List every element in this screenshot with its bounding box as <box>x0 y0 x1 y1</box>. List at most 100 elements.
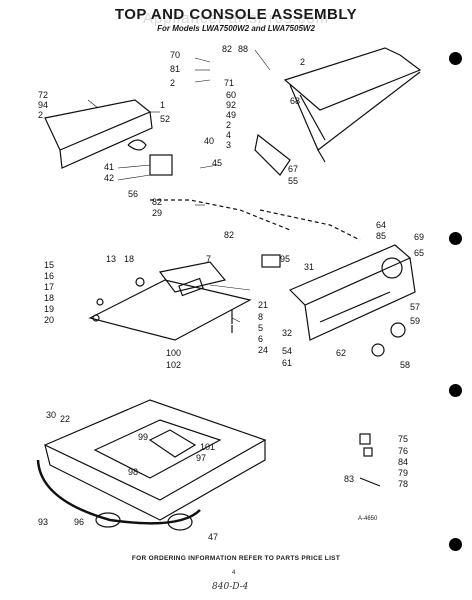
callout-label: 49 <box>226 110 236 120</box>
callout-label: 5 <box>258 323 263 333</box>
callout-label: 102 <box>166 360 181 370</box>
callout-label: 97 <box>196 453 206 463</box>
callout-label: 45 <box>212 158 222 168</box>
part-76 <box>363 447 373 457</box>
callout-label: 57 <box>410 302 420 312</box>
callout-label: 22 <box>60 414 70 424</box>
callout-label: 32 <box>282 328 292 338</box>
tub-opening <box>93 419 222 479</box>
selector-knob <box>381 257 403 279</box>
part-78 <box>359 477 381 487</box>
callout-label: 61 <box>282 358 292 368</box>
callout-label: 8 <box>258 312 263 322</box>
callout-label: 7 <box>206 254 211 264</box>
callout-label: 60 <box>226 90 236 100</box>
binder-hole-dot <box>449 384 462 397</box>
lid-gasket <box>36 459 201 525</box>
timer-knob-shaft <box>127 139 147 151</box>
callout-label: 98 <box>128 467 138 477</box>
binder-hole-dot <box>449 52 462 65</box>
callout-label: 6 <box>258 334 263 344</box>
console-base-plate <box>88 279 252 341</box>
callout-label: 82 <box>222 44 232 54</box>
callout-label: 70 <box>170 50 180 60</box>
lid-switch <box>178 277 204 297</box>
callout-label: 2 <box>300 57 305 67</box>
control-panel <box>288 244 412 306</box>
callout-label: 100 <box>166 348 181 358</box>
callout-label: 82 <box>152 197 162 207</box>
callout-label: 16 <box>44 271 54 281</box>
callout-label: 96 <box>74 517 84 527</box>
callout-label: 79 <box>398 468 408 478</box>
callout-label: 29 <box>152 208 162 218</box>
callout-label: 52 <box>160 114 170 124</box>
part-75 <box>359 433 371 445</box>
callout-label: 81 <box>170 64 180 74</box>
callout-label: 31 <box>304 262 314 272</box>
callout-label: 55 <box>288 176 298 186</box>
callout-label: 83 <box>344 474 354 484</box>
callout-label: 64 <box>376 220 386 230</box>
console-bracket <box>254 133 291 176</box>
callout-label: 82 <box>224 230 234 240</box>
binder-hole-dot <box>449 538 462 551</box>
callout-label: 21 <box>258 300 268 310</box>
callout-label: 13 <box>106 254 116 264</box>
callout-label: 24 <box>258 345 268 355</box>
callout-label: 4 <box>226 130 231 140</box>
callout-label: 94 <box>38 100 48 110</box>
callout-label: 42 <box>104 173 114 183</box>
callout-label: 56 <box>128 189 138 199</box>
callout-label: 2 <box>226 120 231 130</box>
callout-label: 40 <box>204 136 214 146</box>
callout-label: 95 <box>280 254 290 264</box>
diagram-subtitle: For Models LWA7500W2 and LWA7505W2 <box>157 24 315 33</box>
screw-13 <box>135 277 145 287</box>
callout-label: 19 <box>44 304 54 314</box>
callout-label: 93 <box>38 517 48 527</box>
callout-label: 41 <box>104 162 114 172</box>
knob-62 <box>371 343 385 357</box>
callout-label: 2 <box>170 78 175 88</box>
callout-label: 18 <box>44 293 54 303</box>
callout-label: 84 <box>398 457 408 467</box>
callout-label: 30 <box>46 410 56 420</box>
callout-label: 76 <box>398 446 408 456</box>
handwritten-reference: 840-D-4 <box>212 582 249 592</box>
screw-19 <box>92 314 100 322</box>
callout-label: 3 <box>226 140 231 150</box>
console-back-panel <box>283 47 422 111</box>
callout-label: 92 <box>226 100 236 110</box>
callout-label: 47 <box>208 532 218 542</box>
callout-label: 2 <box>38 110 43 120</box>
callout-label: 68 <box>290 96 300 106</box>
callout-label: 59 <box>410 316 420 326</box>
callout-labels: 70 81 2 82 88 71 2 60 92 72 94 2 1 52 68… <box>38 44 424 542</box>
callout-label: 65 <box>414 248 424 258</box>
cabinet-top <box>43 399 267 501</box>
switch-95 <box>261 254 281 268</box>
callout-label: 72 <box>38 90 48 100</box>
callout-label: 101 <box>200 442 215 452</box>
diagram-title: TOP AND CONSOLE ASSEMBLY <box>114 6 358 23</box>
binder-hole-dot <box>449 232 462 245</box>
diagram-code: A-4650 <box>358 516 378 522</box>
knob-59 <box>390 322 406 338</box>
callout-label: 75 <box>398 434 408 444</box>
callout-label: 88 <box>238 44 248 54</box>
callout-label: 62 <box>336 348 346 358</box>
callout-label: 69 <box>414 232 424 242</box>
ordering-note: FOR ORDERING INFORMATION REFER TO PARTS … <box>131 555 341 562</box>
callout-label: 67 <box>288 164 298 174</box>
screw-16 <box>96 298 104 306</box>
glide-47 <box>167 513 193 531</box>
callout-label: 78 <box>398 479 408 489</box>
callout-label: 99 <box>138 432 148 442</box>
callout-label: 17 <box>44 282 54 292</box>
callout-label: 71 <box>224 78 234 88</box>
switch-mount <box>158 261 227 293</box>
callout-label: 58 <box>400 360 410 370</box>
